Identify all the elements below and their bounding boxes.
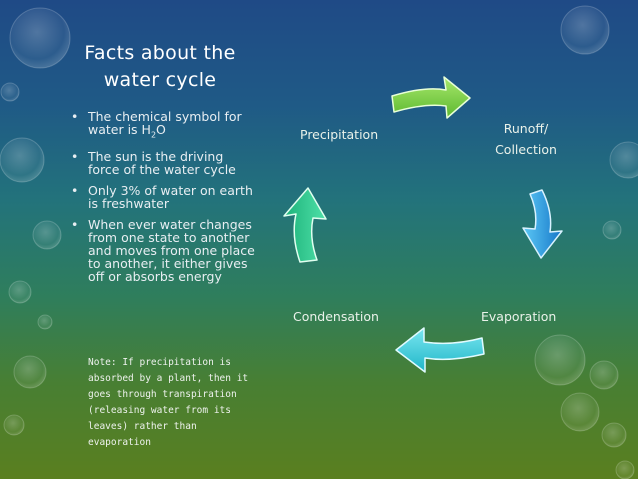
evaporation-label: Evaporation: [481, 309, 557, 324]
fact-item: The sun is the driving force of the wate…: [68, 150, 258, 176]
runoff-label-line1: Runoff/: [503, 121, 549, 136]
transpiration-note: Note: If precipitation is absorbed by a …: [88, 357, 249, 448]
fact-item: Only 3% of water on earth is freshwater: [68, 184, 258, 210]
slide-title: Facts about the water cycle: [84, 42, 236, 91]
arrow-right-icon: [391, 76, 471, 119]
precipitation-label: Precipitation: [300, 127, 379, 142]
arrow-down-icon: [522, 189, 563, 259]
fact-text: The chemical symbol for water is H: [88, 109, 242, 137]
condensation-label: Condensation: [293, 309, 379, 324]
runoff-collection-label: Runoff/ Collection: [486, 118, 566, 160]
runoff-label-line2: Collection: [495, 142, 557, 157]
fact-item: When ever water changes from one state t…: [68, 218, 258, 283]
fact-text: O: [156, 122, 166, 137]
facts-list: The chemical symbol for water is H2O The…: [68, 110, 258, 291]
subscript-2: 2: [150, 130, 157, 140]
arrow-left-icon: [395, 327, 485, 373]
arrow-up-icon: [283, 187, 327, 263]
fact-item: The chemical symbol for water is H2O: [68, 110, 258, 142]
